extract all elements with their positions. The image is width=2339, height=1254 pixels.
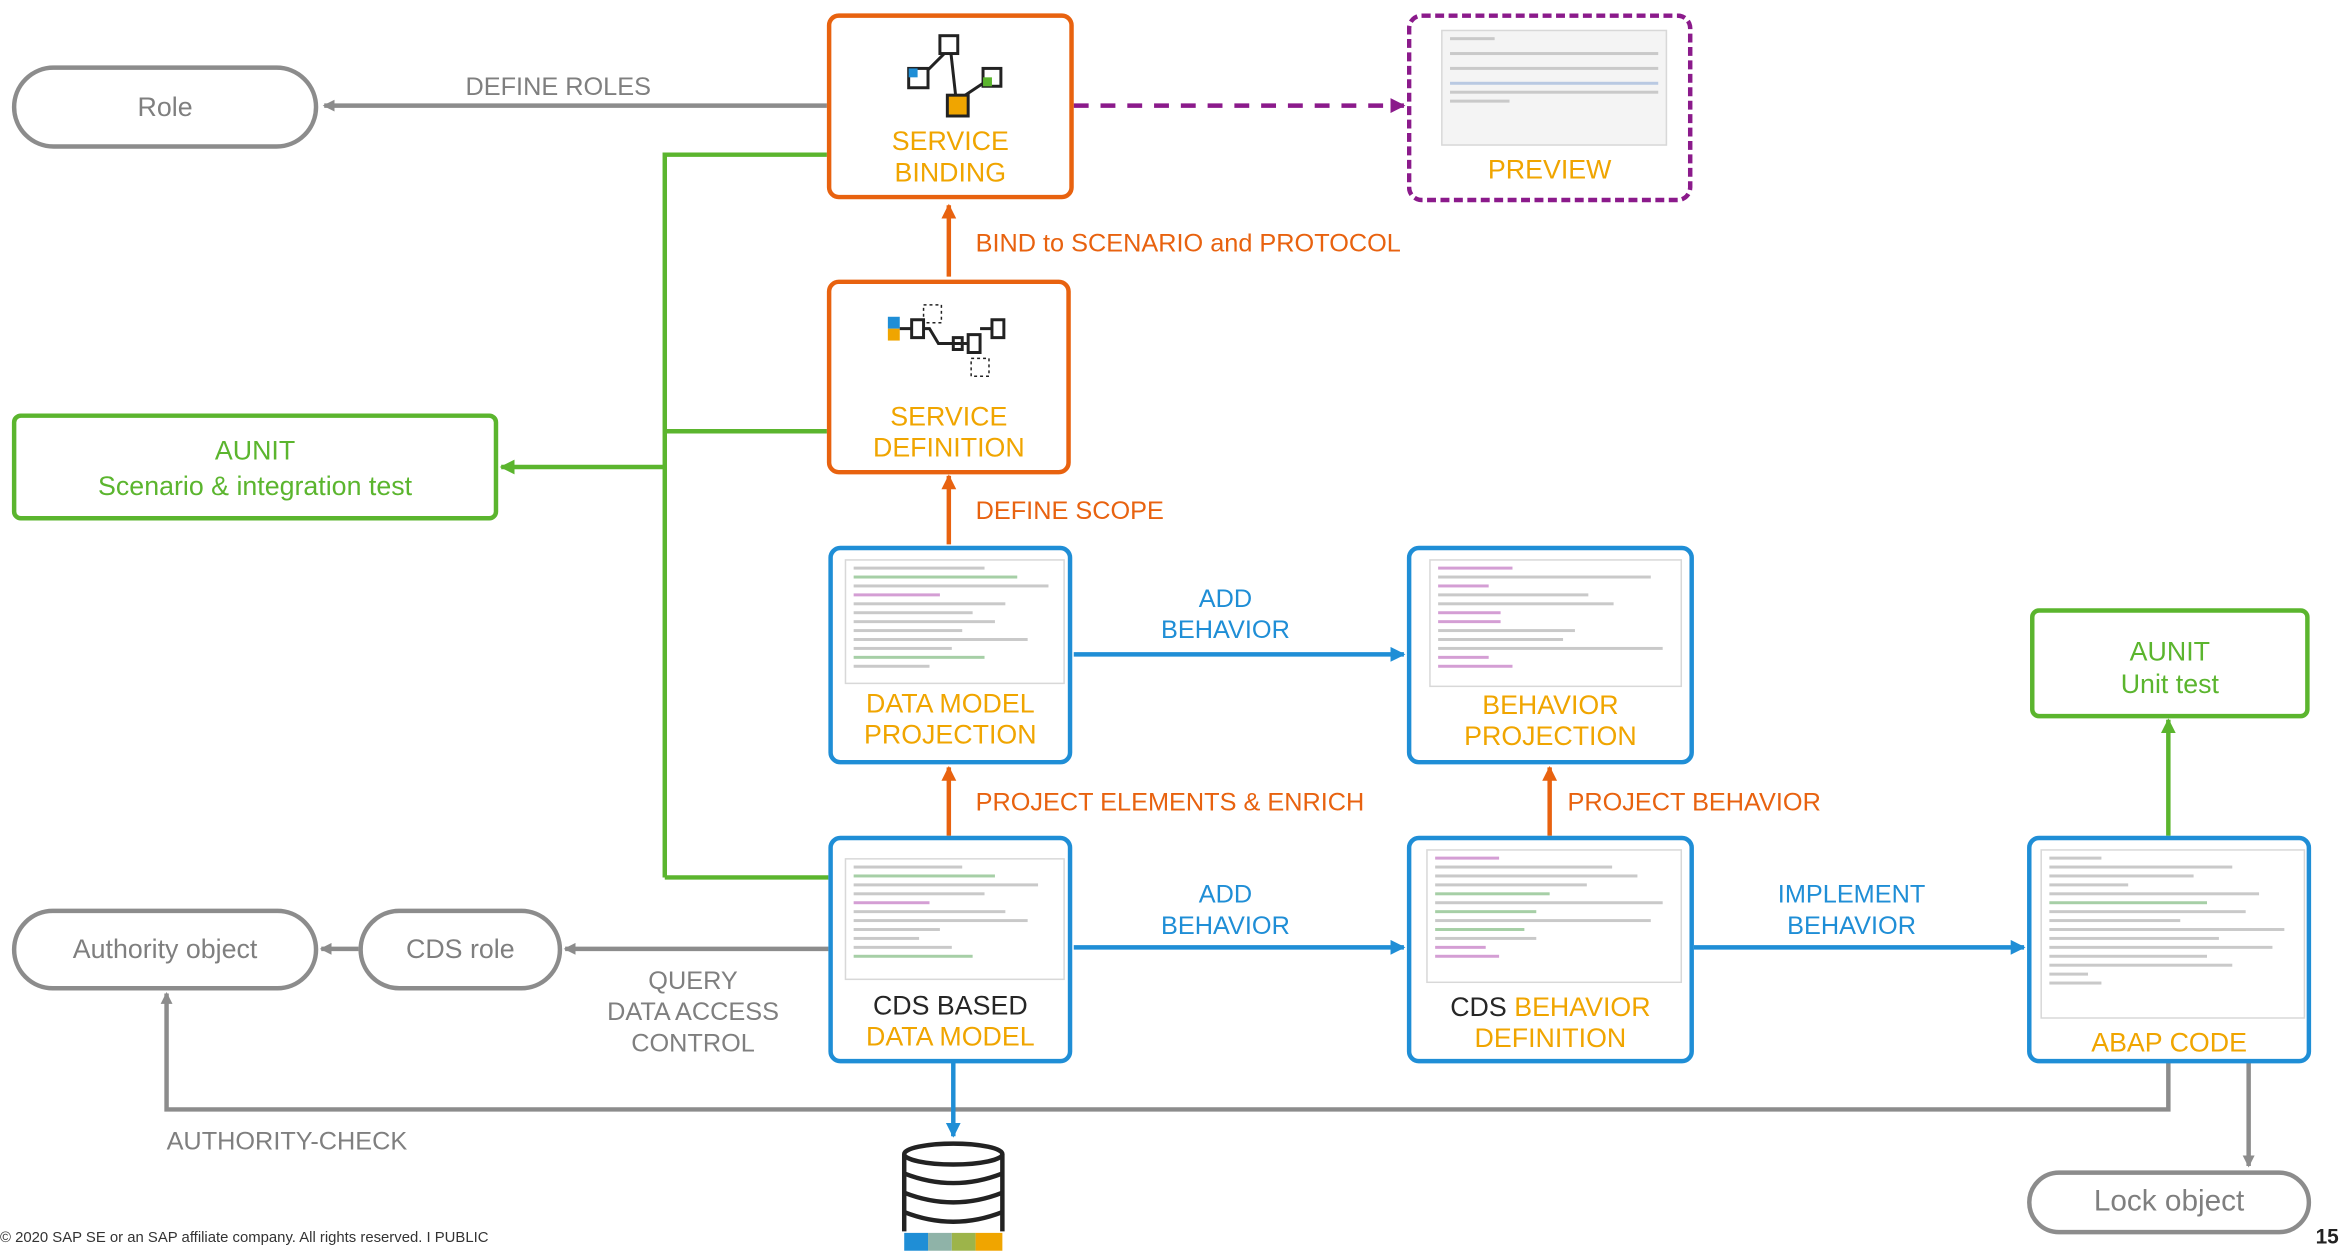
data-model-projection-title-1: DATA MODEL bbox=[866, 688, 1035, 719]
cds-role-node: CDS role bbox=[358, 908, 563, 991]
code-thumbnail bbox=[844, 559, 1065, 685]
authority-object-node: Authority object bbox=[11, 908, 319, 991]
footer-copyright: © 2020 SAP SE or an SAP affiliate compan… bbox=[0, 1229, 489, 1247]
label-bind: BIND to SCENARIO and PROTOCOL bbox=[975, 229, 1401, 258]
cds-behavior-definition-prefix: CDS bbox=[1450, 991, 1507, 1022]
cds-role-label: CDS role bbox=[405, 933, 515, 964]
aunit-unit-title: AUNIT bbox=[2129, 636, 2210, 667]
label-add-behavior-top-1: ADD bbox=[1198, 584, 1253, 613]
label-project-behavior: PROJECT BEHAVIOR bbox=[1567, 788, 1821, 817]
page-number: 15 bbox=[2315, 1223, 2339, 1248]
abap-code-title: ABAP CODE bbox=[2091, 1027, 2247, 1058]
cds-data-model-title-1: CDS BASED bbox=[872, 990, 1028, 1021]
cds-behavior-definition-title-1: CDS BEHAVIOR bbox=[1411, 992, 1689, 1023]
label-control: CONTROL bbox=[631, 1029, 755, 1058]
cds-behavior-definition-highlight: BEHAVIOR bbox=[1514, 991, 1651, 1022]
label-project-elements: PROJECT ELEMENTS & ENRICH bbox=[975, 788, 1365, 817]
service-definition-icon bbox=[887, 304, 1006, 378]
preview-box: PREVIEW bbox=[1406, 13, 1693, 203]
code-thumbnail bbox=[2040, 849, 2306, 1019]
aunit-scenario-subtitle: Scenario & integration test bbox=[98, 471, 413, 502]
service-binding-title-1: SERVICE bbox=[891, 126, 1009, 157]
edge-green-to-binding bbox=[662, 152, 827, 878]
behavior-projection-title-2: PROJECTION bbox=[1464, 721, 1637, 752]
label-add-behavior-bottom-1: ADD bbox=[1198, 880, 1253, 909]
aunit-scenario-title: AUNIT bbox=[214, 435, 296, 466]
preview-title: PREVIEW bbox=[1487, 154, 1612, 185]
code-thumbnail bbox=[1426, 849, 1683, 984]
label-add-behavior-bottom-2: BEHAVIOR bbox=[1161, 911, 1290, 940]
aunit-unit-test-box: AUNIT Unit test bbox=[2030, 608, 2310, 719]
code-thumbnail bbox=[844, 858, 1065, 981]
behavior-projection-title-1: BEHAVIOR bbox=[1482, 690, 1619, 720]
label-define-roles: DEFINE ROLES bbox=[465, 72, 651, 102]
code-thumbnail bbox=[1429, 559, 1683, 688]
cds-behavior-definition-title-2: DEFINITION bbox=[1474, 1023, 1627, 1053]
label-data-access: DATA ACCESS bbox=[607, 997, 779, 1027]
aunit-scenario-box: AUNIT Scenario & integration test bbox=[11, 413, 499, 521]
label-implement-behavior-2: BEHAVIOR bbox=[1787, 911, 1916, 940]
abap-code-box: ABAP CODE bbox=[2027, 835, 2312, 1064]
data-model-projection-title-2: PROJECTION bbox=[864, 719, 1037, 750]
data-model-projection-box: DATA MODEL PROJECTION bbox=[828, 545, 1073, 765]
service-binding-icon bbox=[907, 34, 1003, 118]
service-definition-title-2: DEFINITION bbox=[872, 432, 1025, 463]
role-label: Role bbox=[137, 91, 193, 122]
lock-object-node: Lock object bbox=[2027, 1170, 2312, 1235]
aunit-unit-subtitle: Unit test bbox=[2120, 669, 2219, 699]
authority-object-label: Authority object bbox=[72, 933, 258, 964]
cds-data-model-box: CDS BASED DATA MODEL bbox=[828, 835, 1073, 1064]
edge-authority-check bbox=[160, 991, 2171, 1112]
cds-behavior-definition-box: CDS BEHAVIOR DEFINITION bbox=[1406, 835, 1694, 1064]
preview-thumbnail bbox=[1441, 29, 1668, 146]
label-implement-behavior-1: IMPLEMENT bbox=[1777, 880, 1926, 909]
service-definition-title-1: SERVICE bbox=[890, 401, 1008, 432]
service-definition-box: SERVICE DEFINITION bbox=[826, 279, 1071, 475]
cds-data-model-title-2: DATA MODEL bbox=[866, 1021, 1035, 1052]
label-define-scope: DEFINE SCOPE bbox=[975, 496, 1164, 525]
behavior-projection-box: BEHAVIOR PROJECTION bbox=[1406, 545, 1694, 765]
label-authority-check: AUTHORITY-CHECK bbox=[166, 1127, 408, 1156]
lock-object-label: Lock object bbox=[2093, 1185, 2245, 1219]
database-icon bbox=[901, 1141, 1005, 1251]
label-query: QUERY bbox=[648, 966, 738, 995]
service-binding-box: SERVICE BINDING bbox=[826, 13, 1074, 200]
service-binding-title-2: BINDING bbox=[894, 157, 1007, 188]
label-add-behavior-top-2: BEHAVIOR bbox=[1161, 615, 1290, 644]
role-node: Role bbox=[11, 65, 319, 149]
